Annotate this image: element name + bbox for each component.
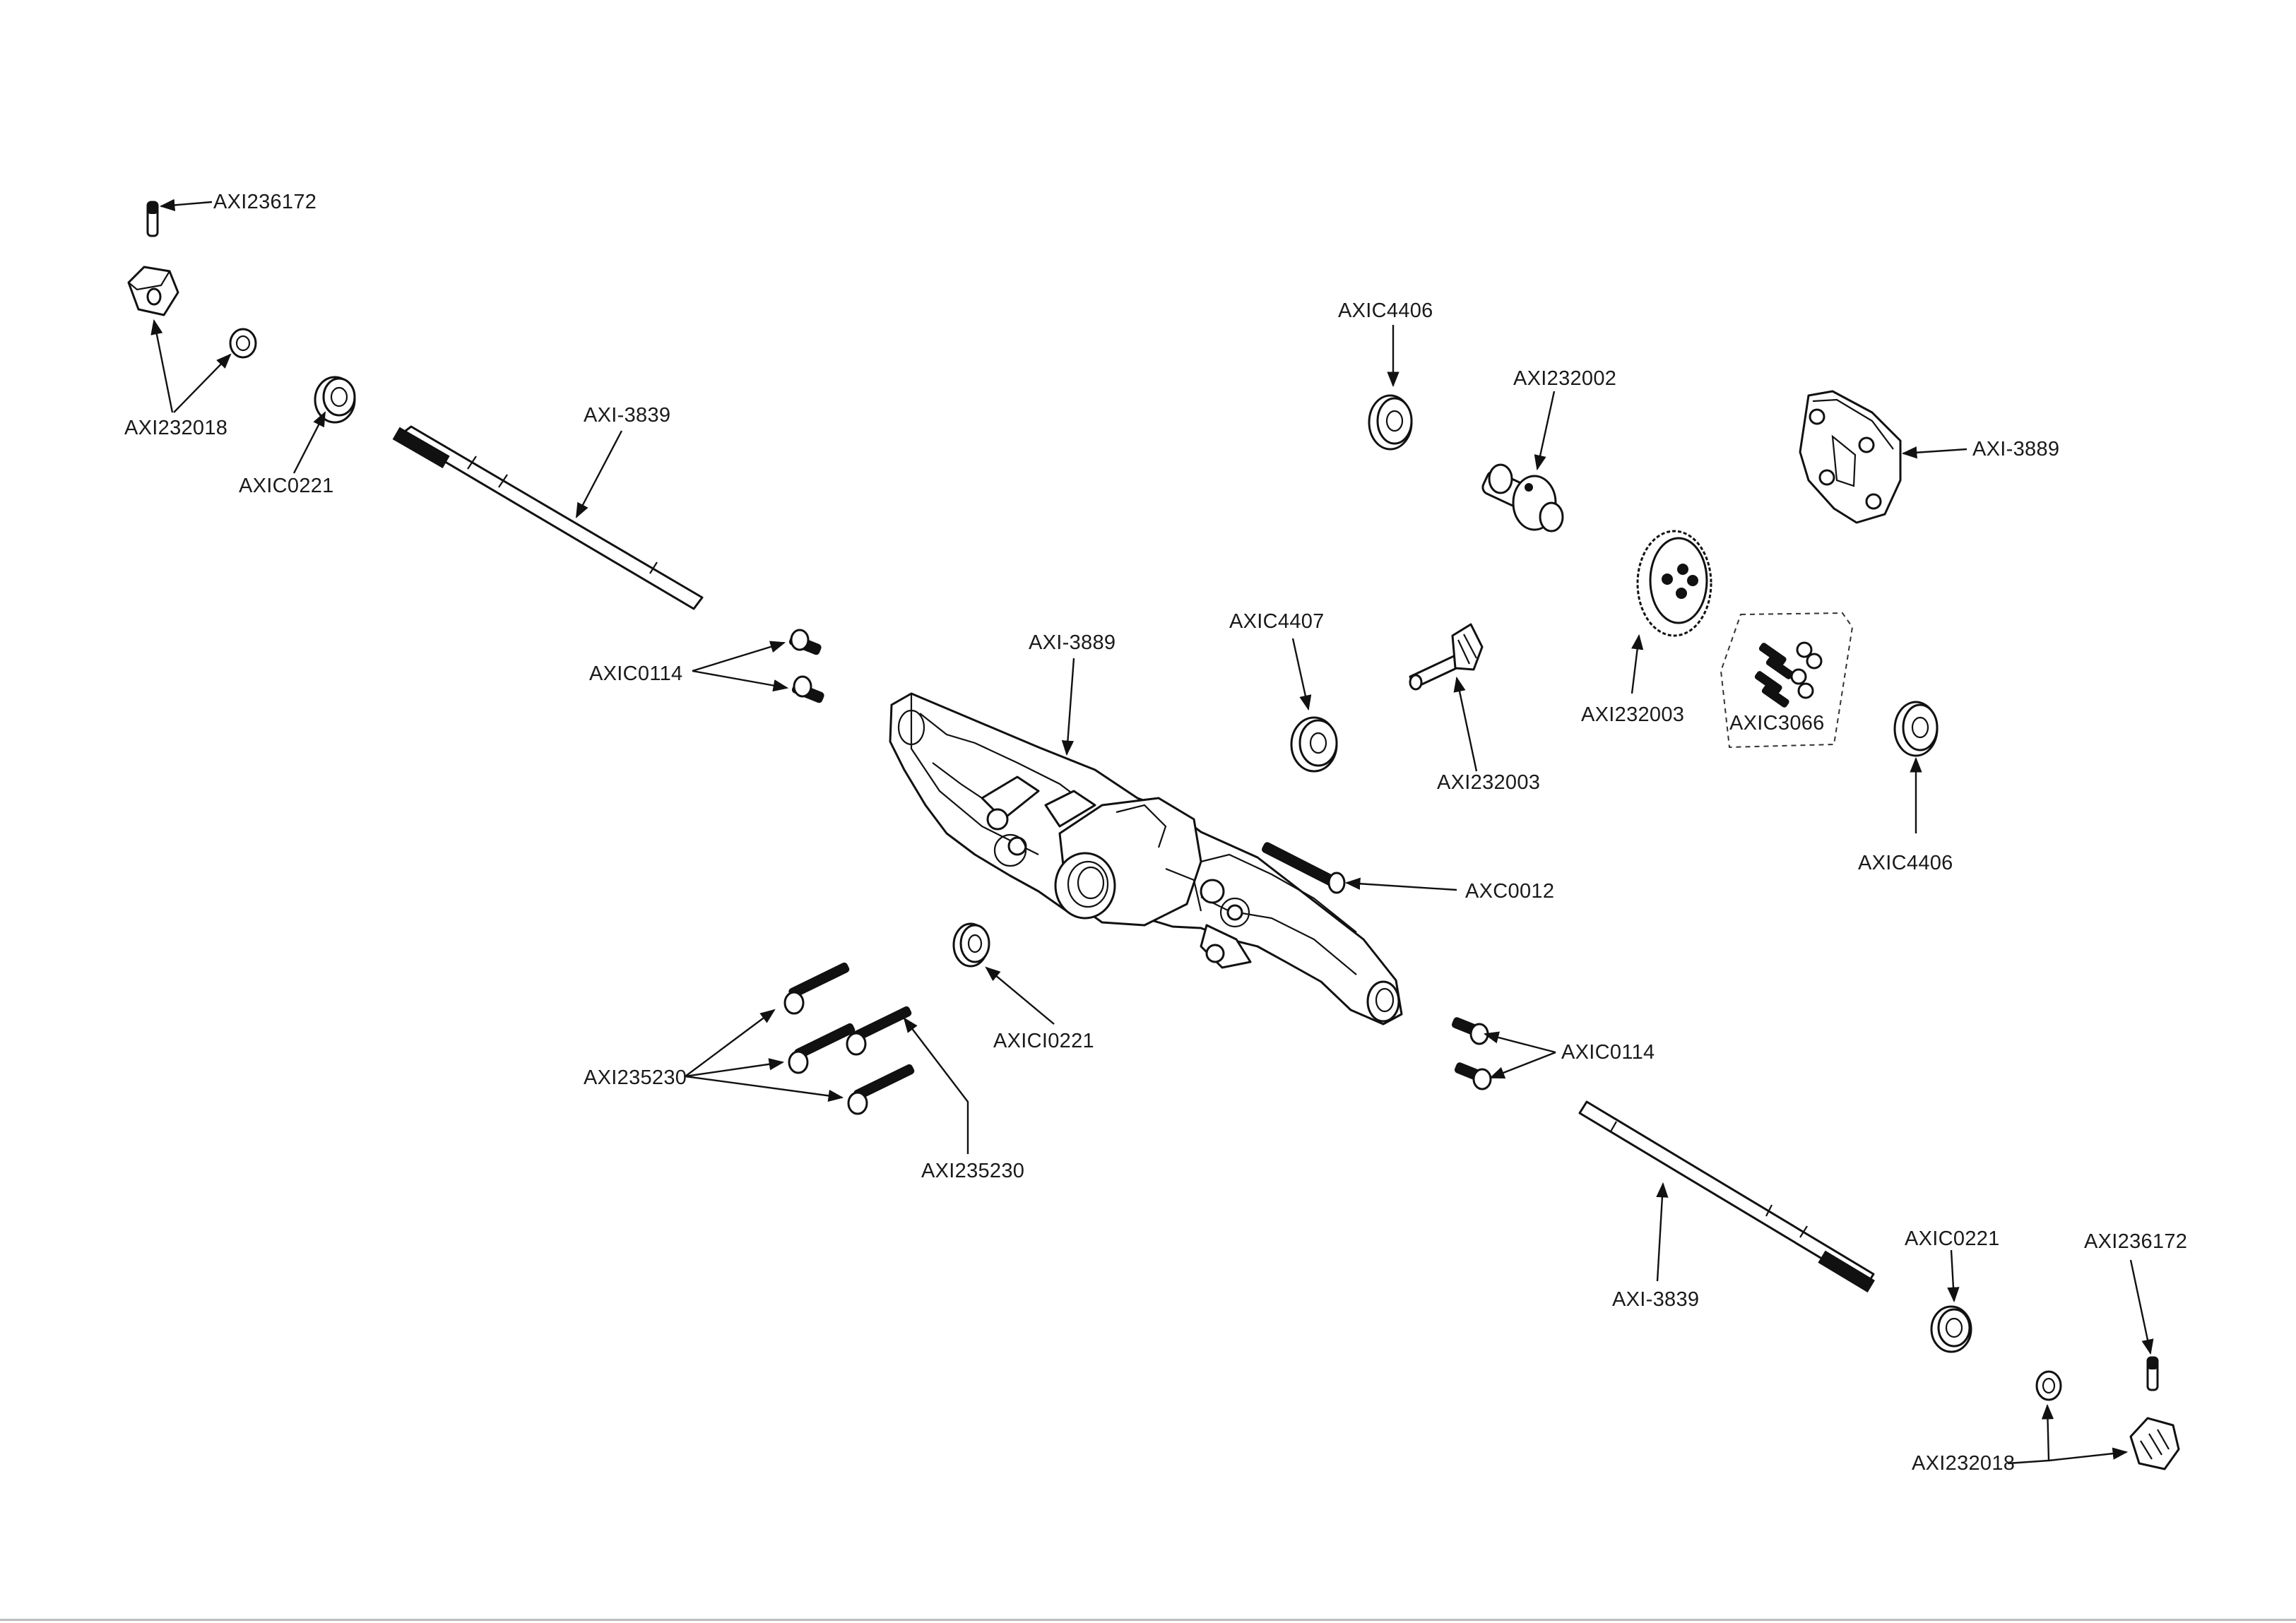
cap-screw-1 — [783, 962, 850, 1015]
wheel-hex-hub-left — [127, 266, 179, 316]
label-axi3839-left: AXI-3839 — [584, 404, 671, 427]
label-axic3066: AXIC3066 — [1729, 712, 1825, 735]
differential-carrier — [1481, 463, 1564, 533]
label-axic0114-left: AXIC0114 — [589, 662, 683, 685]
label-axi235230-left: AXI235230 — [584, 1066, 687, 1089]
label-axi232002: AXI232002 — [1513, 367, 1617, 390]
label-axi232003-ring: AXI232003 — [1581, 703, 1685, 726]
bearing-right-outer — [1930, 1305, 1972, 1353]
label-axi232003-pinion: AXI232003 — [1437, 771, 1541, 794]
cap-screw-2 — [788, 1023, 856, 1074]
label-axic4407: AXIC4407 — [1229, 610, 1325, 633]
label-axi235230-bottom: AXI235230 — [921, 1160, 1025, 1182]
label-axici0221: AXICI0221 — [993, 1030, 1094, 1052]
label-axic0221-left: AXIC0221 — [239, 475, 334, 497]
button-screw-left-2 — [791, 675, 824, 703]
wheel-hex-hub-right — [2129, 1417, 2180, 1470]
axle-shaft-left — [392, 425, 704, 610]
label-axic0114-right: AXIC0114 — [1561, 1041, 1655, 1064]
button-screw-right-1 — [1451, 1017, 1489, 1045]
ring-gear — [1636, 530, 1712, 637]
cap-screw-4 — [847, 1064, 915, 1115]
bearing-right-diff — [1893, 701, 1939, 757]
label-axi3839-right: AXI-3839 — [1612, 1288, 1700, 1311]
label-axic0221-right: AXIC0221 — [1905, 1227, 2000, 1250]
label-axi236172-bottom: AXI236172 — [2084, 1230, 2188, 1253]
set-screw-part-bottom — [2146, 1356, 2159, 1391]
label-axc0012: AXC0012 — [1465, 880, 1555, 903]
label-axi3889-housing: AXI-3889 — [1029, 631, 1116, 654]
label-axi232018-right: AXI232018 — [1912, 1452, 2016, 1475]
screw-set-group — [1720, 612, 1854, 749]
leader-lines — [150, 198, 2154, 1465]
label-axi236172-top: AXI236172 — [213, 191, 317, 213]
bearing-left-outer — [314, 376, 356, 424]
label-axi3889-cover: AXI-3889 — [1972, 438, 2060, 460]
button-screw-right-2 — [1454, 1062, 1492, 1090]
button-screw-left-1 — [788, 629, 822, 655]
pinion-gear — [1409, 623, 1484, 691]
cap-screw-3 — [846, 1006, 912, 1056]
long-screw-axc0012 — [1262, 842, 1346, 894]
axle-housing — [889, 692, 1403, 1025]
bearing-upper-diff — [1368, 394, 1413, 451]
label-axic4406-top: AXIC4406 — [1338, 299, 1433, 322]
diff-cover — [1799, 390, 1902, 524]
page-bottom-rule — [0, 1619, 2296, 1621]
label-axic4406-right: AXIC4406 — [1858, 852, 1953, 874]
bearing-diff-middle — [1290, 716, 1338, 773]
set-screw-part-top — [146, 201, 159, 237]
bearing-lower-centre — [952, 922, 990, 968]
axle-shaft-right — [1578, 1100, 1875, 1293]
shim-washer-right — [2035, 1370, 2062, 1401]
label-axi232018-left: AXI232018 — [124, 417, 228, 439]
shim-washer-left — [229, 328, 257, 359]
